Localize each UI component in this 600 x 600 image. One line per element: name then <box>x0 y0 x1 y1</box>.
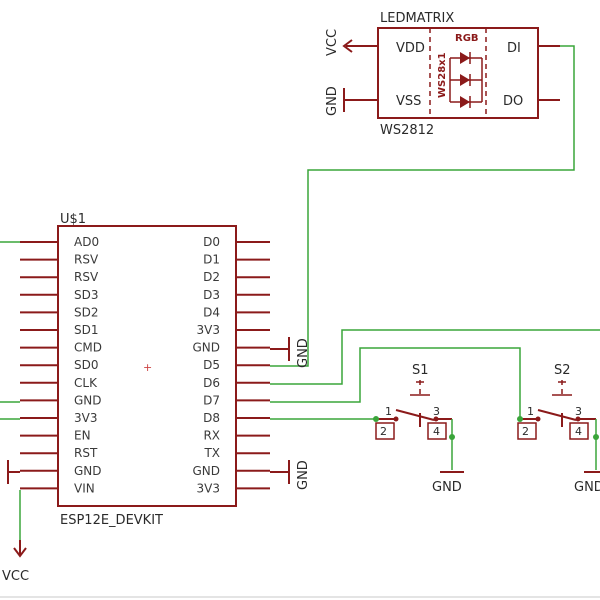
vcc-symbol-bottom: VCC <box>2 540 29 584</box>
esp12e-symbol[interactable]: U$1 + AD0RSVRSVSD3SD2SD1CMDSD0CLKGND3V3E… <box>20 212 270 528</box>
esp-left-pin-label: RST <box>74 446 98 460</box>
led-pin-vss: VSS <box>396 94 421 109</box>
s2-pin2-box <box>517 422 537 440</box>
led-pin-di: DI <box>507 41 521 56</box>
led-part-name: LEDMATRIX <box>380 11 454 26</box>
vcc-symbol-top: VCC <box>325 29 358 56</box>
esp-left-pin-label: CMD <box>74 341 102 355</box>
s2-pin2: 2 <box>522 425 529 438</box>
junction-s2-1 <box>517 416 523 422</box>
esp-left-pin-label: VIN <box>74 481 95 495</box>
esp-left-pin-label: EN <box>74 429 91 443</box>
esp-left-pin-label: AD0 <box>74 235 99 249</box>
led-rgb-label: RGB <box>455 33 479 44</box>
led-diode-icon <box>449 52 483 108</box>
esp-right-pin-label: D8 <box>203 411 220 425</box>
esp-right-pin-label: D4 <box>203 305 220 319</box>
vcc-top-label: VCC <box>325 29 340 56</box>
esp-part-value: ESP12E_DEVKIT <box>60 513 163 528</box>
gnd-symbol-s2: GND <box>574 471 600 495</box>
led-part-value: WS2812 <box>380 123 434 138</box>
esp-right-pin-label: D3 <box>203 288 220 302</box>
junction-s1-1 <box>373 416 379 422</box>
gnd-esp-2-label: GND <box>296 460 311 490</box>
esp-left-pin-label: RSV <box>74 253 99 267</box>
led-inner-label: WS28x1 <box>437 52 448 98</box>
gnd-symbol-esp-2: GND <box>270 460 311 490</box>
gnd-esp-1-label: GND <box>296 338 311 368</box>
esp-right-pin-label: GND <box>192 464 220 478</box>
esp-right-pin-label: TX <box>203 446 220 460</box>
gnd-symbol-esp-1: GND <box>270 337 311 368</box>
esp-right-pin-label: D0 <box>203 235 220 249</box>
gnd-symbol-top: GND <box>325 86 358 116</box>
vcc-bottom-label: VCC <box>2 569 29 584</box>
switch-s2[interactable]: S2 1 3 2 4 <box>517 363 596 440</box>
esp-right-pin-label: D1 <box>203 253 220 267</box>
esp-left-pin-label: GND <box>74 393 102 407</box>
esp-left-pin-label: SD2 <box>74 305 99 319</box>
s1-pin4-box <box>427 422 447 440</box>
esp-left-pin-label: SD3 <box>74 288 99 302</box>
s1-pin2-box <box>375 422 395 440</box>
gnd-s2-label: GND <box>574 480 600 495</box>
esp-left-pin-label: 3V3 <box>74 411 97 425</box>
wire-d6 <box>270 329 600 385</box>
esp-right-pin-label: GND <box>192 341 220 355</box>
s1-pin4: 4 <box>433 425 440 438</box>
esp-right-pin-label: D5 <box>203 358 220 372</box>
esp-right-pin-label: 3V3 <box>197 481 220 495</box>
esp-left-pin-label: CLK <box>74 376 98 390</box>
switch-s1[interactable]: S1 1 3 2 4 <box>375 363 452 440</box>
wire-d7-s2 <box>270 347 521 419</box>
esp-right-pin-label: D7 <box>203 393 220 407</box>
esp-left-pin-label: RSV <box>74 270 99 284</box>
esp-part-name: U$1 <box>60 212 86 227</box>
gnd-top-label: GND <box>325 86 340 116</box>
s1-pin1: 1 <box>385 405 392 418</box>
esp-right-pin-label: RX <box>203 429 220 443</box>
s1-name: S1 <box>412 363 429 378</box>
esp-right-pin-label: D6 <box>203 376 220 390</box>
gnd-symbol-left <box>7 460 20 484</box>
s2-name: S2 <box>554 363 571 378</box>
esp-right-pin-label: D2 <box>203 270 220 284</box>
gnd-symbol-s1: GND <box>432 471 464 495</box>
led-pin-do: DO <box>503 94 523 109</box>
s2-pin4-box <box>569 422 589 440</box>
gnd-s1-label: GND <box>432 480 462 495</box>
esp-left-pin-label: SD1 <box>74 323 99 337</box>
s1-pin3: 3 <box>433 405 440 418</box>
s2-pin3: 3 <box>575 405 582 418</box>
esp-right-pin-label: 3V3 <box>197 323 220 337</box>
led-body <box>377 27 539 119</box>
esp-left-pin-label: GND <box>74 464 102 478</box>
esp-left-pin-label: SD0 <box>74 358 99 372</box>
s2-pin4: 4 <box>575 425 582 438</box>
s2-pin1: 1 <box>527 405 534 418</box>
wire-di-d5 <box>270 45 575 367</box>
esp-origin-mark: + <box>143 361 152 374</box>
led-pin-vdd: VDD <box>396 41 425 56</box>
s1-pin2: 2 <box>380 425 387 438</box>
led-matrix-symbol[interactable]: LEDMATRIX VDD VSS DI DO WS28x1 RGB WS281… <box>350 11 560 138</box>
